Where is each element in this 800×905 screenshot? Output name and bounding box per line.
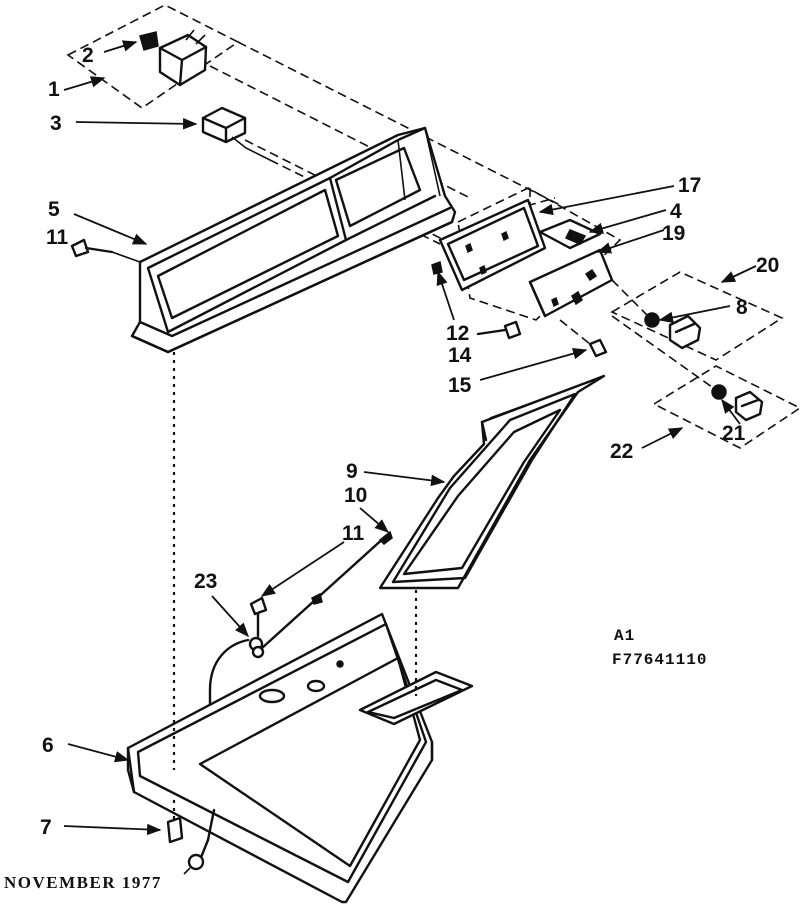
callout-6: 6 (42, 734, 54, 757)
lid-panel-part-9 (378, 374, 606, 590)
hinge-rod-part-10 (260, 530, 393, 650)
knob-group-box-20 (610, 271, 784, 361)
leader-arrows (63, 40, 757, 836)
callout-labels: 1 2 3 5 11 17 4 19 20 8 12 14 15 21 22 9… (40, 44, 779, 839)
screw-part-14 (476, 320, 522, 340)
callout-9: 9 (346, 460, 358, 483)
callout-15: 15 (448, 374, 472, 397)
screw-part-12 (431, 260, 443, 275)
callout-11-center: 11 (342, 522, 365, 545)
callout-3: 3 (50, 112, 62, 135)
switch-bracket-part-19 (528, 248, 614, 318)
power-cord (183, 808, 216, 875)
callout-8: 8 (736, 296, 748, 319)
switch-part-2 (139, 29, 208, 87)
callout-22: 22 (610, 440, 633, 463)
screw-part-7 (166, 816, 184, 844)
callout-5: 5 (48, 198, 60, 221)
callout-10: 10 (344, 484, 367, 507)
alignment-lines (172, 352, 418, 820)
top-cabinet-part-6 (126, 612, 474, 904)
knob-part-21 (711, 384, 764, 422)
part-code-line-1: A1 (614, 627, 635, 645)
callout-19: 19 (662, 222, 685, 245)
callout-2: 2 (82, 44, 94, 67)
callout-12: 12 (446, 322, 469, 345)
callout-20: 20 (756, 254, 779, 277)
screw-part-11-center (248, 596, 268, 659)
callout-11-left: 11 (46, 226, 69, 249)
part-code-line-2: F77641110 (612, 651, 707, 669)
callout-1: 1 (48, 78, 60, 101)
callout-7: 7 (40, 816, 52, 839)
projection-lines-knobs (611, 279, 720, 393)
callout-14: 14 (448, 344, 472, 367)
callout-4: 4 (670, 200, 682, 223)
control-panel-part-17 (438, 198, 547, 292)
timer-bracket-part-4 (538, 218, 602, 250)
callout-21: 21 (722, 422, 746, 445)
connector-part-3 (201, 106, 271, 161)
knob-group-box-22 (652, 365, 800, 449)
console-backguard-part-5 (130, 126, 457, 354)
callout-23: 23 (194, 570, 217, 593)
wire-part-23 (208, 638, 250, 718)
screw-part-11-left (70, 238, 141, 263)
diagram-date: NOVEMBER 1977 (4, 873, 162, 892)
screw-part-15 (559, 319, 608, 358)
callout-17: 17 (678, 174, 701, 197)
